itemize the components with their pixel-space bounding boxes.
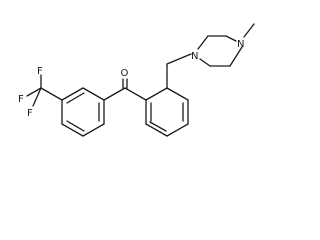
nitrogen-atom-label-benzyl: N [191, 51, 198, 62]
bond [197, 35, 209, 50]
bond [166, 123, 189, 137]
fluorine-atom-label-bottom: F [27, 108, 33, 119]
n-methyl-bond [243, 23, 255, 38]
fluorine-atom-label-left: F [18, 94, 24, 105]
bond-carbonyl-left-ring [103, 87, 126, 101]
bond [26, 87, 42, 97]
bond [40, 87, 63, 101]
bond [166, 87, 189, 101]
bond [199, 58, 211, 67]
bond-carbonyl-right-ring [124, 87, 147, 101]
bond [61, 87, 84, 101]
bond [145, 123, 168, 137]
chemical-structure-diagram: O N N F F F [18, 23, 255, 137]
bond [32, 87, 42, 107]
bond [229, 46, 243, 67]
nitrogen-atom-label-methyl: N [237, 39, 244, 50]
bond [145, 87, 168, 101]
bond [82, 123, 105, 137]
bond [82, 87, 105, 101]
piperazine-ring [197, 35, 243, 67]
fluorine-atom-label-top: F [37, 66, 43, 77]
carbonyl-group [103, 78, 147, 101]
left-benzene-ring [61, 87, 105, 137]
bond [166, 53, 192, 65]
oxygen-atom-label: O [121, 68, 129, 79]
methylene-linker [166, 53, 192, 89]
bond [61, 123, 84, 137]
bond [66, 120, 85, 132]
bond [66, 92, 85, 104]
structure-canvas: O N N F F F [18, 23, 255, 137]
right-benzene-ring [145, 87, 189, 137]
bond [225, 35, 237, 42]
bond [149, 121, 167, 132]
trifluoromethyl-group [26, 74, 63, 107]
